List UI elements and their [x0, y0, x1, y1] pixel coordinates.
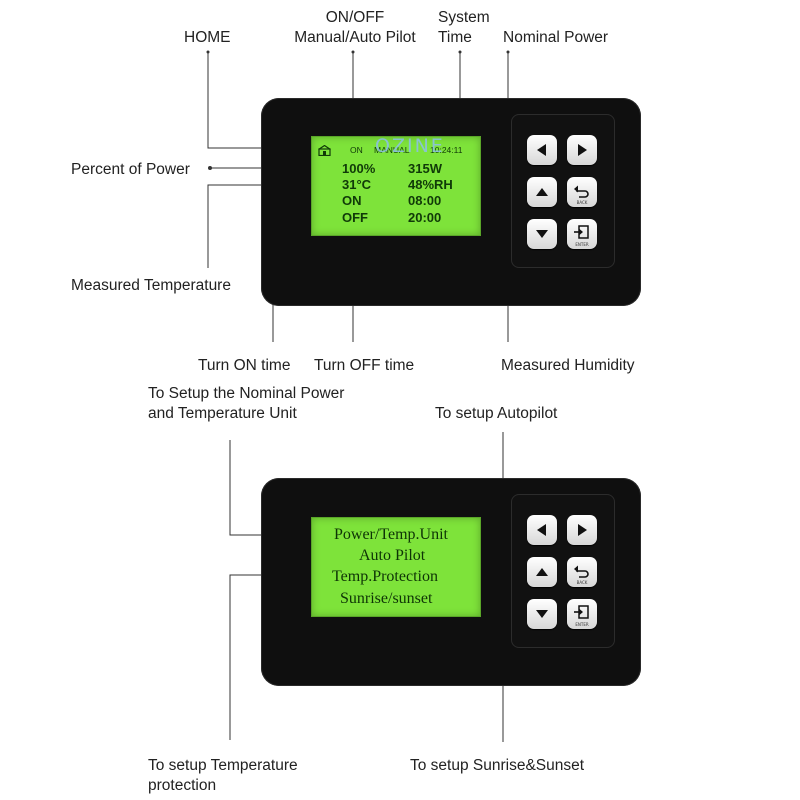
turn-on-time-label: Turn ON time: [198, 357, 291, 374]
arrow-down-icon: [536, 230, 548, 238]
humidity-text: 48%RH: [408, 177, 453, 192]
on-off-label-line1: ON/OFF: [325, 9, 385, 26]
setup-power-label: To Setup the Nominal Power and Temperatu…: [148, 384, 344, 424]
menu-item-temp-protection[interactable]: Temp.Protection: [332, 568, 438, 585]
back-button-label: BACK: [576, 200, 588, 205]
left-button[interactable]: [527, 515, 557, 545]
status-mode-text: MANUAL: [374, 145, 410, 155]
measured-temperature-label: Measured Temperature: [71, 277, 231, 294]
percent-of-power-label: Percent of Power: [71, 161, 190, 178]
menu-item-power-temp-unit[interactable]: Power/Temp.Unit: [334, 526, 448, 543]
home-icon[interactable]: [318, 143, 331, 161]
setup-temp-protection-label: To setup Temperature protection: [148, 756, 298, 796]
up-button[interactable]: [527, 177, 557, 207]
controller-device-bottom: Power/Temp.Unit Auto Pilot Temp.Protecti…: [261, 478, 641, 686]
on-time-text: 08:00: [408, 193, 442, 208]
setup-power-label-line1: To Setup the Nominal Power: [148, 385, 345, 402]
right-button[interactable]: [567, 515, 597, 545]
lcd-screen-bottom: Power/Temp.Unit Auto Pilot Temp.Protecti…: [311, 517, 481, 617]
arrow-up-icon: [536, 568, 548, 576]
down-button[interactable]: [527, 219, 557, 249]
enter-button-label: ENTER: [575, 622, 589, 627]
enter-icon: [574, 605, 589, 619]
power-watts-text: 315W: [408, 161, 442, 176]
enter-button[interactable]: ENTER: [567, 599, 597, 629]
menu-item-auto-pilot[interactable]: Auto Pilot: [359, 547, 426, 564]
arrow-right-icon: [578, 144, 587, 156]
off-time-text: 20:00: [408, 210, 442, 225]
arrow-left-icon: [537, 144, 546, 156]
system-time-label: System Time: [438, 8, 490, 48]
back-icon: [574, 565, 589, 578]
up-button[interactable]: [527, 557, 557, 587]
back-icon: [574, 185, 589, 198]
enter-button-label: ENTER: [575, 242, 589, 247]
setup-sunrise-label: To setup Sunrise&Sunset: [410, 757, 585, 774]
back-button-label: BACK: [576, 580, 588, 585]
watermark-logo: OZINE: [375, 135, 445, 157]
left-button[interactable]: [527, 135, 557, 165]
clock-text: 10:24:11: [430, 145, 463, 155]
down-button[interactable]: [527, 599, 557, 629]
arrow-right-icon: [578, 524, 587, 536]
menu-item-sunrise-sunset[interactable]: Sunrise/sunset: [340, 590, 433, 607]
enter-icon: [574, 225, 589, 239]
on-off-label: ON/OFF Manual/Auto Pilot: [290, 8, 420, 48]
back-button[interactable]: BACK: [567, 557, 597, 587]
button-pad-top: BACK ENTER: [511, 114, 615, 268]
lcd-screen-top: ON MANUAL 10:24:11 100% 315W 31°C 48%RH …: [311, 136, 481, 236]
setup-autopilot-label: To setup Autopilot: [435, 405, 558, 422]
measured-humidity-label: Measured Humidity: [501, 357, 635, 374]
turn-off-time-label: Turn OFF time: [314, 357, 415, 374]
setup-temp-label-line2: protection: [148, 777, 217, 794]
controller-device-top: ON MANUAL 10:24:11 100% 315W 31°C 48%RH …: [261, 98, 641, 306]
status-on-text: ON: [350, 145, 363, 155]
button-pad-bottom: BACK ENTER: [511, 494, 615, 648]
off-label-text: OFF: [342, 210, 368, 225]
back-button[interactable]: BACK: [567, 177, 597, 207]
temperature-text: 31°C: [342, 177, 372, 192]
system-time-label-line2: Time: [438, 29, 472, 46]
arrow-up-icon: [536, 188, 548, 196]
setup-power-label-line2: and Temperature Unit: [148, 405, 297, 422]
arrow-down-icon: [536, 610, 548, 618]
home-label: HOME: [184, 29, 231, 46]
on-off-label-line2: Manual/Auto Pilot: [294, 29, 416, 46]
power-percent-text: 100%: [342, 161, 376, 176]
arrow-left-icon: [537, 524, 546, 536]
on-label-text: ON: [342, 193, 362, 208]
system-time-label-line1: System: [438, 9, 490, 26]
enter-button[interactable]: ENTER: [567, 219, 597, 249]
setup-temp-label-line1: To setup Temperature: [148, 757, 298, 774]
nominal-power-label: Nominal Power: [503, 29, 609, 46]
right-button[interactable]: [567, 135, 597, 165]
